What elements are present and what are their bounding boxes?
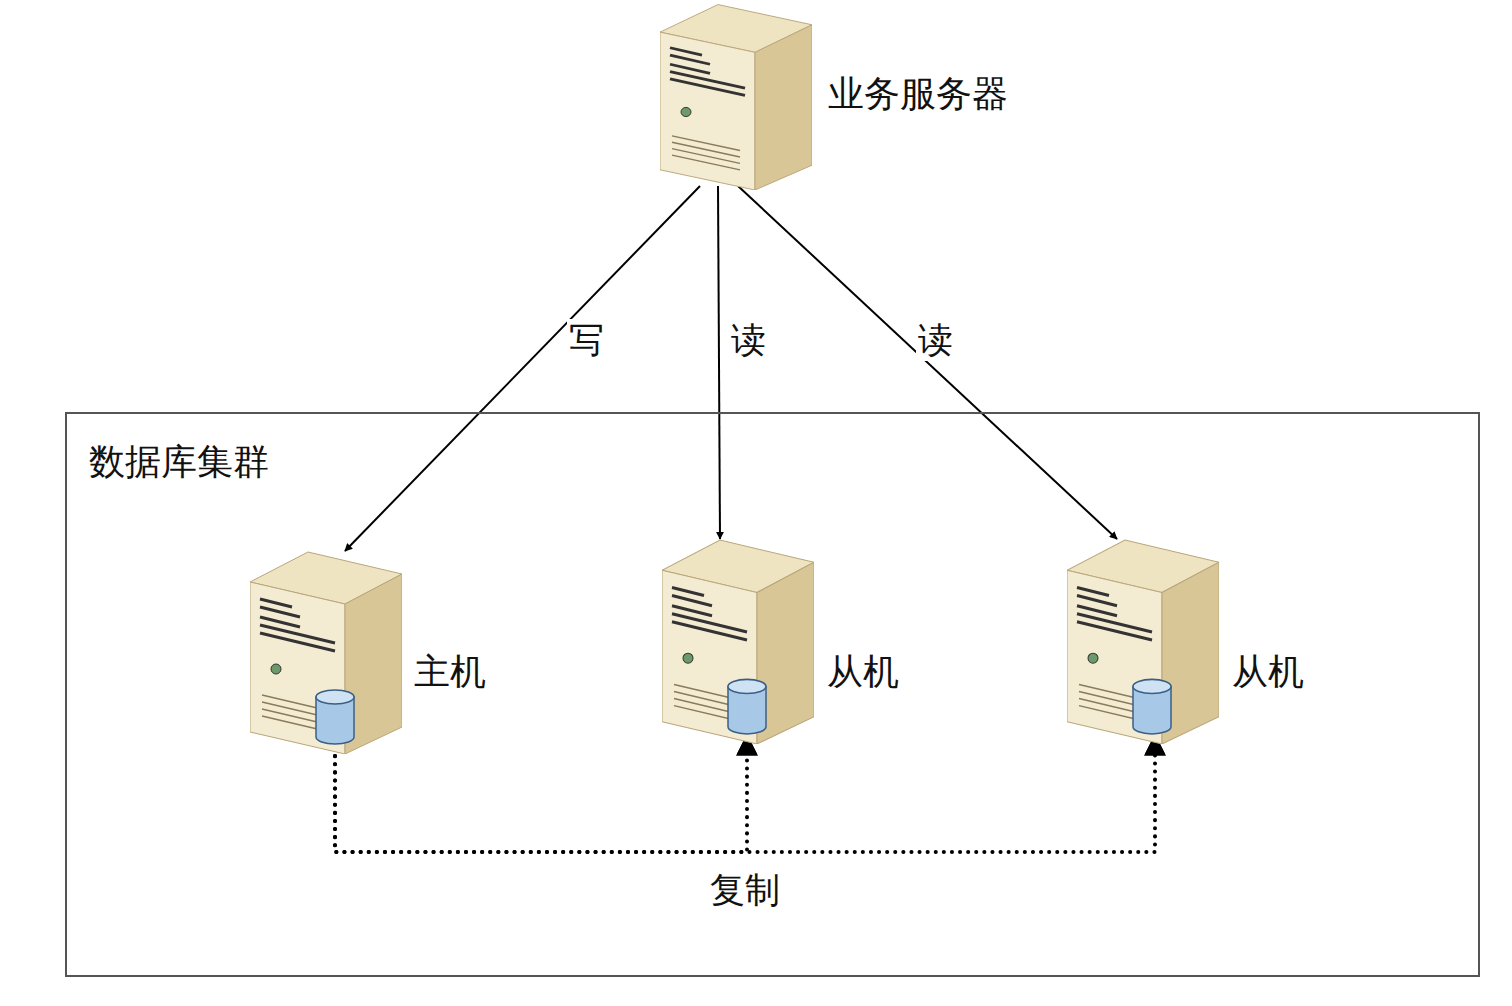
cluster-title: 数据库集群: [89, 440, 269, 484]
server-label: 主机: [414, 650, 486, 694]
server-label: 业务服务器: [828, 72, 1008, 116]
server-node: 从机: [1067, 535, 1310, 744]
server-node: 业务服务器: [660, 0, 1014, 190]
server-node: 主机: [250, 547, 492, 754]
server-node: 从机: [662, 535, 905, 744]
database-cylinder: [728, 679, 766, 734]
request-arrow: [738, 186, 1117, 539]
server-label: 从机: [1232, 650, 1304, 694]
server-icon: [662, 535, 814, 744]
edge-label: 复制: [708, 869, 782, 911]
server-icon: [250, 547, 402, 754]
server-icon: [1067, 535, 1219, 744]
replication-line: [335, 736, 747, 852]
request-arrow: [718, 186, 720, 539]
database-cylinder: [1133, 679, 1171, 734]
edge-label: 写: [567, 319, 606, 361]
request-arrow: [345, 186, 700, 551]
edge-label: 读: [916, 319, 955, 361]
replication-line: [335, 736, 1155, 852]
database-cylinder: [316, 690, 354, 744]
server-label: 从机: [827, 650, 899, 694]
edge-label: 读: [729, 319, 768, 361]
server-icon: [660, 0, 812, 190]
